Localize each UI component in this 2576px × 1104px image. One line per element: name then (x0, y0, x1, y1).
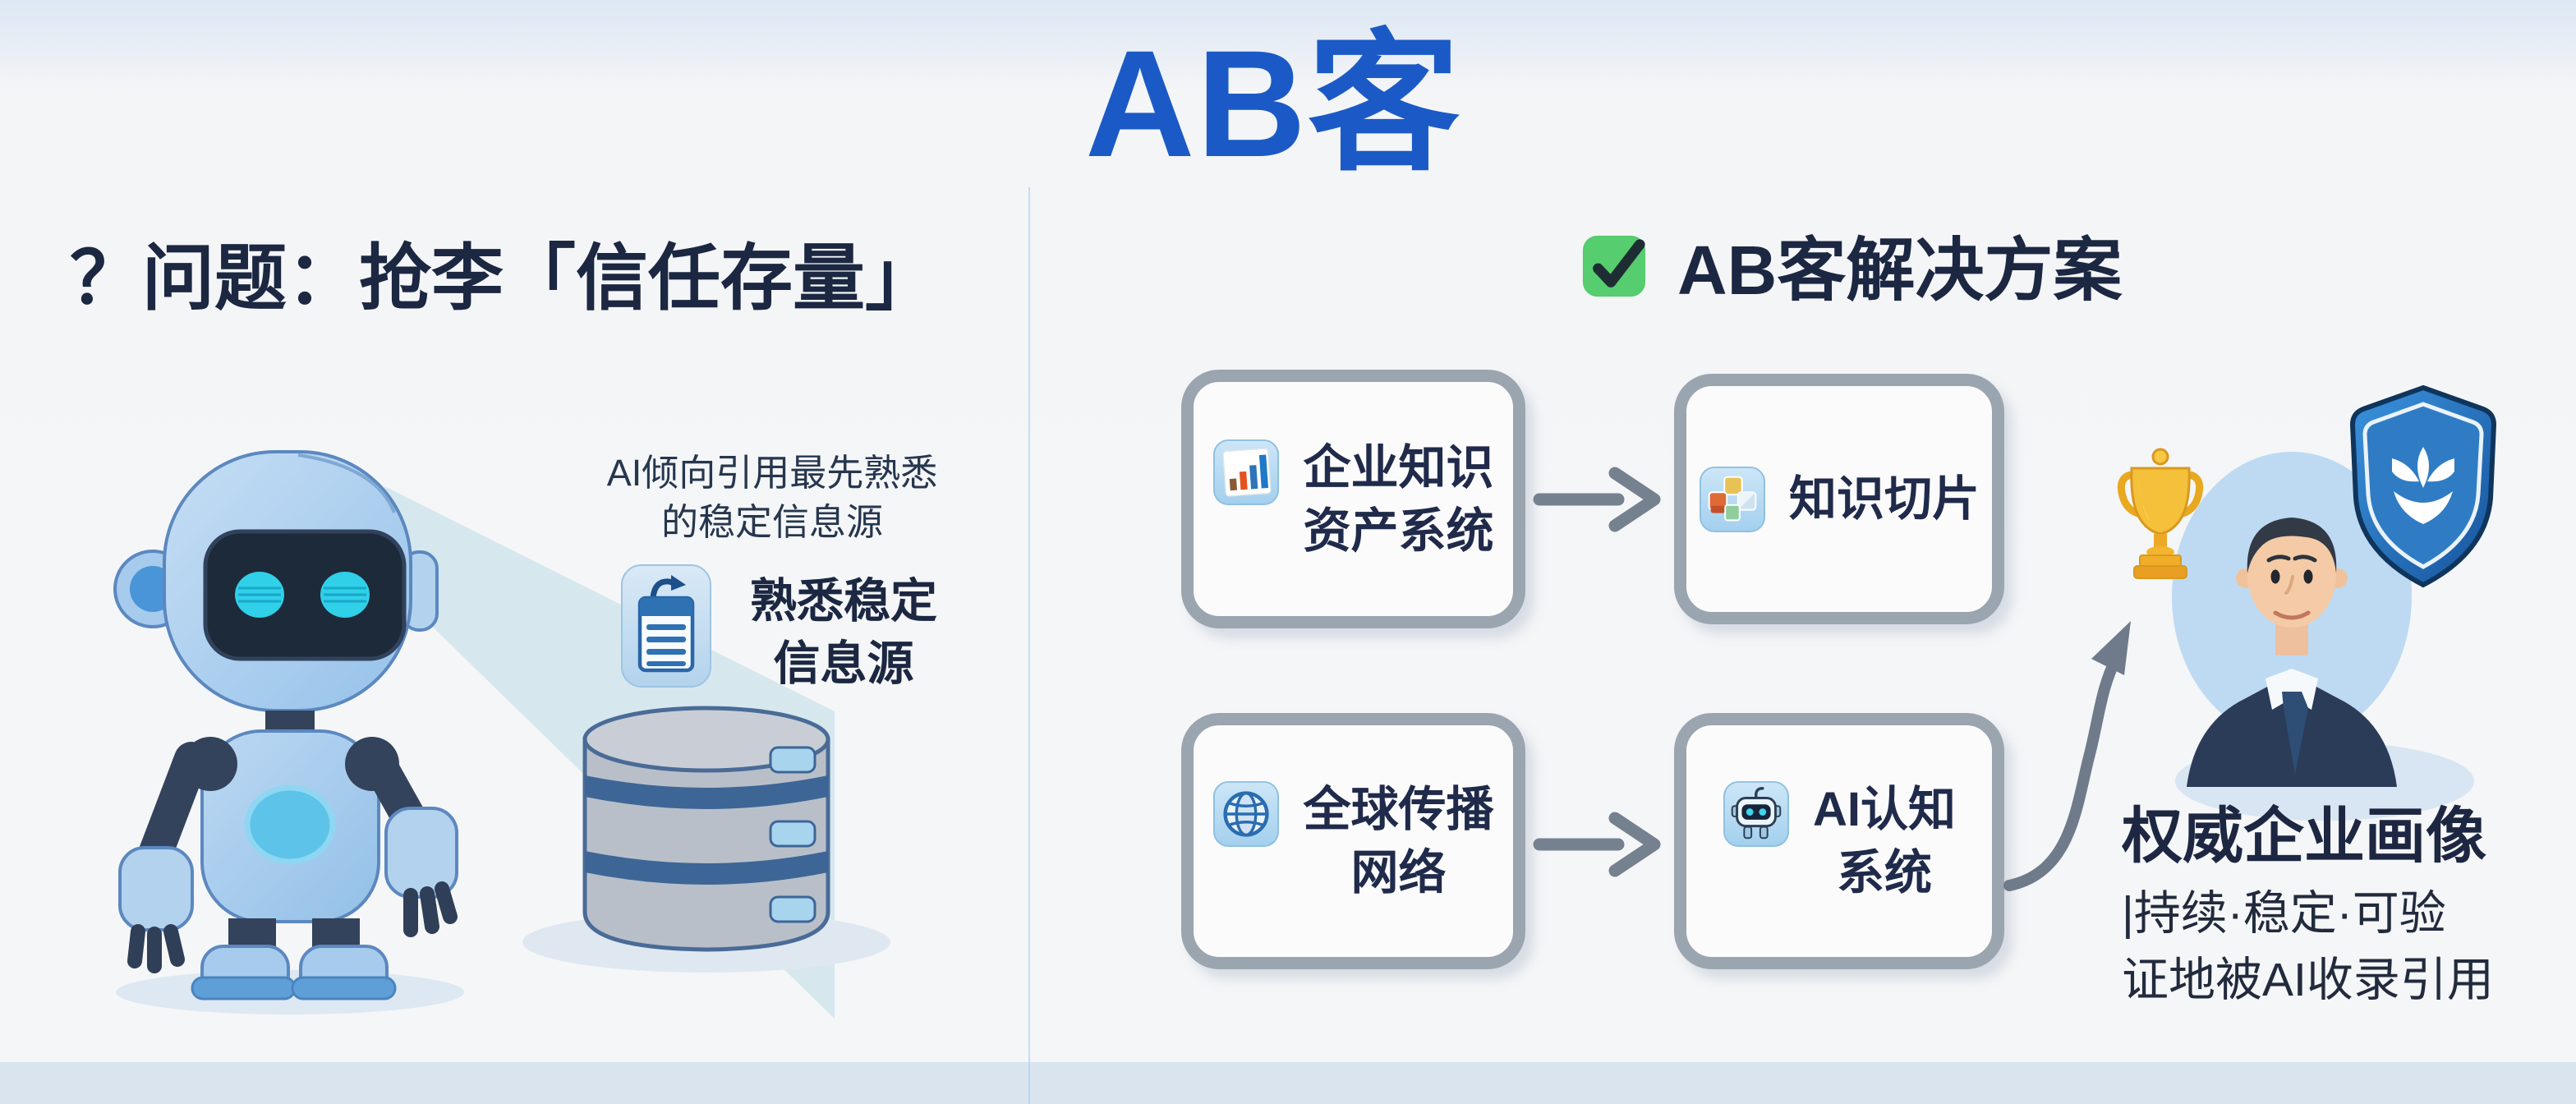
source-label-line2: 信息源 (773, 637, 914, 690)
flow-box-global-network: 全球传播 网络 (1181, 713, 1525, 969)
result-subtitle-line2: 证地被AI收录引用 (2122, 954, 2494, 1006)
page-title: AB客 (1084, 20, 1462, 189)
puzzle-icon (1699, 466, 1766, 532)
box-label-line1: 全球传播 (1303, 783, 1494, 836)
curved-arrow-icon (2003, 621, 2131, 891)
result-subtitle-line1: |持续·稳定·可验 (2122, 887, 2446, 940)
box-label-line2: 资产系统 (1303, 504, 1494, 558)
bar-chart-icon (1213, 439, 1280, 505)
problem-heading: ？问题：抢李「信任存量」 (70, 237, 938, 319)
businessman-avatar (2172, 452, 2412, 787)
shield-icon (2349, 384, 2497, 588)
flow-box-ai-cognition: AI认知 系统 (1674, 713, 2004, 969)
box-label-line2: 系统 (1836, 846, 1932, 899)
background-bottom-band (0, 1062, 2576, 1104)
box-label: 知识切片 (1789, 467, 1980, 531)
solution-heading-row: AB客解决方案 (1580, 215, 2122, 315)
source-label: 熟悉稳定 信息源 (716, 570, 971, 695)
check-icon (1582, 235, 1646, 297)
database-icon (582, 706, 830, 952)
box-label: AI认知 系统 (1813, 778, 1956, 904)
box-label-line1: AI认知 (1812, 783, 1956, 836)
robot-illustration (113, 450, 464, 1014)
ai-note: AI倾向引用最先熟悉 的稳定信息源 (590, 448, 954, 547)
result-title: 权威企业画像 (2122, 802, 2486, 870)
arrow-right-icon (1533, 812, 1661, 877)
globe-icon (1213, 780, 1280, 848)
box-label-line2: 网络 (1350, 846, 1447, 899)
section-divider (1028, 187, 1030, 1104)
clipboard-icon (621, 564, 711, 688)
flow-box-knowledge-slices: 知识切片 (1674, 374, 2004, 624)
box-label-line1: 企业知识 (1303, 440, 1494, 494)
result-subtitle: |持续·稳定·可验 证地被AI收录引用 (2122, 881, 2494, 1014)
box-label-line1: 知识切片 (1788, 472, 1980, 526)
flow-box-knowledge-assets: 企业知识 资产系统 (1181, 370, 1525, 628)
trophy-icon (2117, 448, 2204, 579)
solution-heading: AB客解决方案 (1677, 232, 2123, 309)
ai-note-line2: 的稳定信息源 (660, 501, 883, 543)
ai-note-line1: AI倾向引用最先熟悉 (606, 452, 938, 494)
box-label: 全球传播 网络 (1303, 778, 1493, 904)
box-label: 企业知识 资产系统 (1303, 436, 1493, 563)
ai-robot-icon (1723, 780, 1790, 848)
source-label-line1: 熟悉稳定 (750, 575, 937, 628)
arrow-right-icon (1533, 467, 1661, 532)
